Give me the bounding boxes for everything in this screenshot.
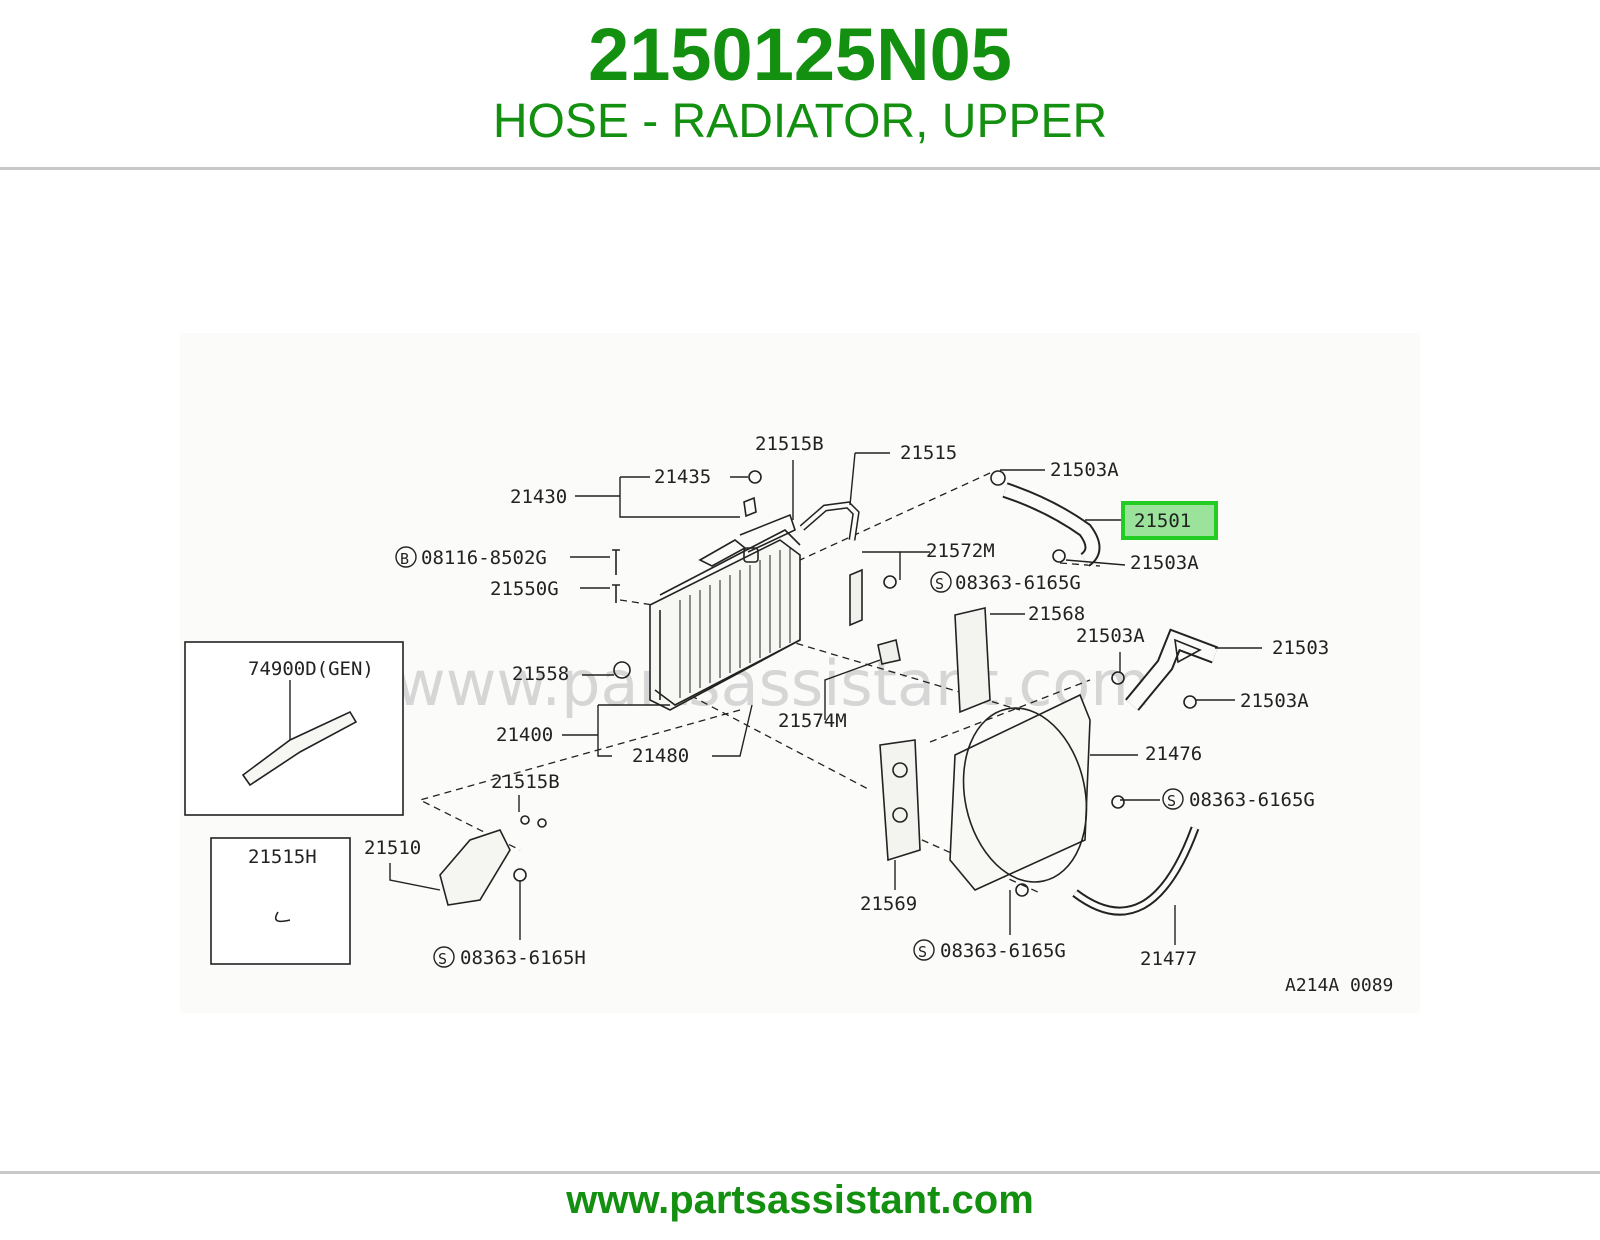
header-divider — [0, 167, 1600, 170]
part-label-21572M[interactable]: 21572M — [926, 540, 995, 562]
part-label-21503[interactable]: 21503 — [1272, 637, 1329, 659]
s-mark-2: S — [1167, 792, 1176, 810]
s-mark-circle-3 — [913, 939, 935, 961]
watermark-text: www.partsassistant.com — [395, 647, 1151, 720]
s-mark-4: S — [438, 950, 447, 968]
part-label-21569[interactable]: 21569 — [860, 893, 917, 915]
part-label-08363-6165G-3[interactable]: 08363-6165G — [940, 940, 1066, 962]
s-mark-circle-1 — [930, 571, 952, 593]
part-number: 2150125N05 — [588, 13, 1012, 96]
part-label-21558[interactable]: 21558 — [512, 663, 569, 685]
part-description: HOSE - RADIATOR, UPPER — [492, 95, 1108, 148]
part-label-21477[interactable]: 21477 — [1140, 948, 1197, 970]
highlighted-part-label[interactable]: 21501 — [1134, 510, 1191, 532]
s-mark-circle-2 — [1162, 788, 1184, 810]
part-label-21476[interactable]: 21476 — [1145, 743, 1202, 765]
part-label-21503A-2[interactable]: 21503A — [1130, 552, 1199, 574]
part-label-08116-8502G[interactable]: 08116-8502G — [421, 547, 547, 569]
s-mark-1: S — [935, 575, 944, 593]
part-label-08363-6165G-2[interactable]: 08363-6165G — [1189, 789, 1315, 811]
figure-code: A214A 0089 — [1285, 975, 1393, 996]
highlight-box[interactable] — [1121, 501, 1218, 540]
diagram-linework — [184, 452, 1262, 965]
part-label-08363-6165G-1[interactable]: 08363-6165G — [955, 572, 1081, 594]
part-label-21430[interactable]: 21430 — [510, 486, 567, 508]
part-label-21510[interactable]: 21510 — [364, 837, 421, 859]
part-label-21550G[interactable]: 21550G — [490, 578, 559, 600]
footer-url-link[interactable]: www.partsassistant.com — [566, 1178, 1034, 1222]
part-label-21480[interactable]: 21480 — [632, 745, 689, 767]
part-label-08363-6165H[interactable]: 08363-6165H — [460, 947, 586, 969]
part-label-21574M[interactable]: 21574M — [778, 710, 847, 732]
part-label-21503A-3[interactable]: 21503A — [1076, 625, 1145, 647]
footer-divider — [0, 1171, 1600, 1174]
b-mark-circle — [395, 546, 417, 568]
page-header: 2150125N05 HOSE - RADIATOR, UPPER — [0, 0, 1600, 168]
part-label-21503A-1[interactable]: 21503A — [1050, 459, 1119, 481]
part-label-21515B-top[interactable]: 21515B — [755, 433, 824, 455]
part-label-21503A-4[interactable]: 21503A — [1240, 690, 1309, 712]
part-label-74900D[interactable]: 74900D(GEN) — [248, 658, 374, 680]
part-label-21515[interactable]: 21515 — [900, 442, 957, 464]
b-mark: B — [400, 550, 409, 568]
part-label-21515H[interactable]: 21515H — [248, 846, 317, 868]
s-mark-3: S — [918, 943, 927, 961]
part-label-21568[interactable]: 21568 — [1028, 603, 1085, 625]
part-label-21435[interactable]: 21435 — [654, 466, 711, 488]
s-mark-circle-4 — [433, 946, 455, 968]
part-label-21515B-bottom[interactable]: 21515B — [491, 771, 560, 793]
part-label-21400[interactable]: 21400 — [496, 724, 553, 746]
